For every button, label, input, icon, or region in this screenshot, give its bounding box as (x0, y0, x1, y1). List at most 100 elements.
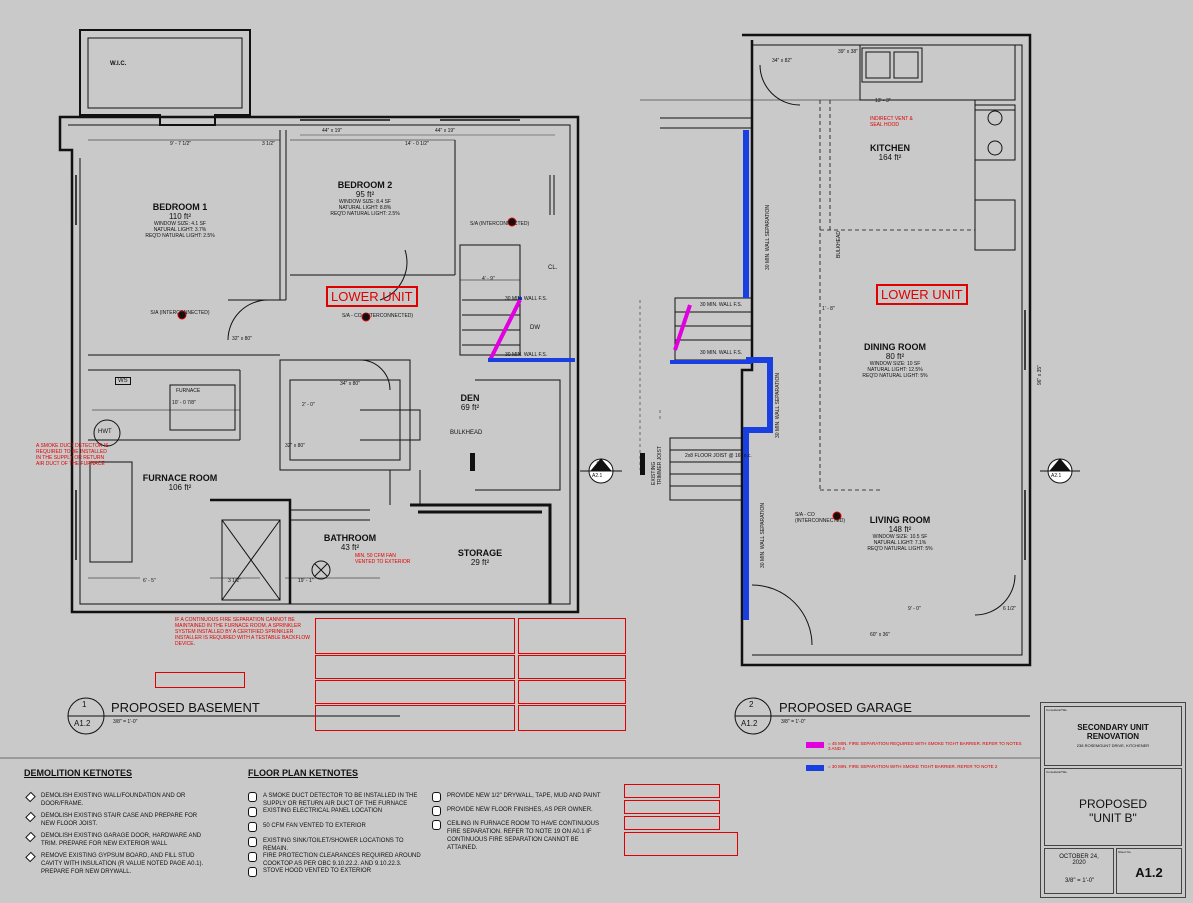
keynote-text: EXISTING SINK/TOILET/SHOWER LOCATIONS TO… (263, 838, 404, 852)
bulkhead-label: BULKHEAD (450, 430, 483, 436)
keynote-item: PROVIDE NEW 1/2" DRYWALL, TAPE, MUD AND … (432, 791, 607, 802)
smoke-alarm-icons (177, 217, 517, 322)
den-block: DEN 69 ft² (440, 393, 500, 412)
fire-sep-30-basement (488, 297, 575, 362)
dim-14: 19' - 1" (298, 578, 314, 584)
furnace-room-area: 106 ft² (168, 483, 192, 492)
view-title-basement (67, 697, 400, 735)
title-block-sheet: Consultant/Title PROPOSED "UNIT B" (1044, 768, 1182, 846)
storage-block: STORAGE 29 ft² (450, 548, 510, 567)
hwt-label: HWT (98, 429, 112, 435)
storage-name: STORAGE (457, 548, 503, 558)
living-block: LIVING ROOM 148 ft² WINDOW SIZE: 10.5 SF… (855, 515, 945, 552)
bedroom1-window: WINDOW SIZE: 4.1 SF (154, 221, 206, 227)
dining-window: WINDOW SIZE: 10 SF (869, 361, 921, 367)
furnace-room-block: FURNACE ROOM 106 ft² (130, 473, 230, 492)
bedroom2-window: WINDOW SIZE: 8.4 SF (339, 199, 391, 205)
floorplan-title: FLOOR PLAN KETNOTES (248, 768, 358, 778)
keynote-text: REMOVE EXISTING GYPSUM BOARD, AND FILL S… (41, 853, 204, 875)
keynote-text: CEILING IN FURNACE ROOM TO HAVE CONTINUO… (447, 821, 600, 851)
red-note-9 (518, 705, 626, 731)
keynote-item: STOVE HOOD VENTED TO EXTERIOR (248, 866, 428, 877)
bedroom2-req: REQ'D NATURAL LIGHT: 2.5% (330, 211, 400, 217)
legend-swatch-magenta (806, 742, 824, 748)
sheet-title: PROPOSED "UNIT B" (1078, 797, 1147, 825)
separation-label-2: 30 MIN. WALL SEPARATION (775, 372, 781, 438)
legend-magenta-text: = 45 MIN. FIRE SEPARATION REQUIRED WITH … (828, 741, 1022, 751)
red-note-5 (315, 705, 515, 731)
gdim-7: 60" x 36" (870, 632, 890, 638)
red-note-4 (315, 680, 515, 704)
bedroom2-name: BEDROOM 2 (337, 180, 393, 190)
bathroom-name: BATHROOM (323, 533, 377, 543)
view1-sheet: A1.2 (74, 719, 91, 728)
red-note-10 (624, 784, 720, 798)
gdim-1: 34" x 82" (772, 58, 792, 64)
sia-label-1: S/A (INTERCONNECTED) (150, 310, 210, 316)
garage-plan (639, 33, 1032, 667)
red-note-13 (624, 832, 738, 856)
keynote-text: A SMOKE DUCT DETECTOR TO BE INSTALLED IN… (263, 793, 418, 807)
separation-label-1: 30 MIN. WALL SEPARATION (765, 204, 771, 270)
sheet-no: A1.2 (1135, 865, 1163, 880)
keynote-item: DEMOLISH EXISTING STAIR CASE AND PREPARE… (25, 811, 206, 828)
bulkhead-marker (470, 453, 475, 471)
keynote-text: DEMOLISH EXISTING STAIR CASE AND PREPARE… (41, 813, 198, 827)
fire-sep-label-garage-1: 30 MIN. WALL F.S. (700, 302, 743, 308)
living-window: WINDOW SIZE: 10.5 SF (872, 534, 928, 540)
living-req: REQ'D NATURAL LIGHT: 5% (867, 546, 933, 552)
red-note-3 (315, 655, 515, 679)
dw-label: DW (530, 325, 540, 331)
closet-label: CL. (548, 265, 558, 271)
kitchen-name: KITCHEN (870, 143, 910, 153)
bedroom2-block: BEDROOM 2 95 ft² WINDOW SIZE: 8.4 SF NAT… (305, 180, 425, 217)
client-label: Consultant/Title (1046, 708, 1067, 712)
dim-7: 32" x 80" (232, 336, 252, 342)
sia-label-2: S/A (INTERCONNECTED) (470, 221, 530, 227)
bedroom1-area: 110 ft² (168, 212, 192, 221)
gdim-4: 1' - 8" (822, 306, 835, 312)
storage-area: 29 ft² (470, 558, 490, 567)
dining-block: DINING ROOM 80 ft² WINDOW SIZE: 10 SF NA… (850, 342, 940, 379)
fire-sep-label-garage-2: 30 MIN. WALL F.S. (700, 350, 743, 356)
kitchen-area: 164 ft² (878, 153, 902, 162)
kitchen-block: KITCHEN 164 ft² (855, 143, 925, 162)
lower-unit-tag-garage: LOWER UNIT (876, 284, 968, 305)
title-block-project: Consultant/Title SECONDARY UNIT RENOVATI… (1044, 706, 1182, 766)
sia-co-garage: S/A - CO (INTERCONNECTED) (795, 512, 845, 524)
den-name: DEN (460, 393, 480, 403)
sheet-no-label: Sheet No. (1118, 850, 1132, 854)
scale-value: 3/8" = 1'-0" (1065, 878, 1095, 884)
red-note-2 (315, 618, 515, 654)
dim-9: 32" x 80" (285, 443, 305, 449)
bedroom1-light: NATURAL LIGHT: 3.7% (153, 227, 207, 233)
dim-5: 44" x 19" (435, 128, 455, 134)
bathroom-area: 43 ft² (340, 543, 360, 552)
section-marker-left (580, 458, 622, 484)
keynote-symbol-icon (25, 811, 36, 822)
furnace-label: FURNACE (176, 388, 201, 394)
lower-unit-tag-basement: LOWER UNIT (326, 286, 418, 307)
sheet-label: Consultant/Title (1046, 770, 1067, 774)
gdim-6: 6 1/2" (1003, 606, 1016, 612)
keynote-symbol-icon (432, 819, 441, 830)
section-sheet-left: A2.1 (592, 473, 603, 479)
section-sheet-right: A2.1 (1051, 473, 1062, 479)
bedroom2-area: 95 ft² (355, 190, 375, 199)
keynote-item: DEMOLISH EXISTING WALL/FOUNDATION AND OR… (25, 791, 206, 808)
keynote-symbol-icon (248, 866, 257, 877)
view2-title: PROPOSED GARAGE (779, 700, 912, 715)
keynote-item: A SMOKE DUCT DETECTOR TO BE INSTALLED IN… (248, 791, 428, 808)
fire-sep-label-basement-1: 30 MIN. WALL F.S. (505, 296, 548, 302)
keynote-symbol-icon (25, 791, 36, 802)
sprinkler-note: IF A CONTINUOUS FIRE SEPARATION CANNOT B… (175, 617, 311, 647)
existing-joist-label: EXISTING TRIMMER JOIST (651, 446, 663, 485)
keynote-text: EXISTING ELECTRICAL PANEL LOCATION (263, 808, 383, 814)
fire-sep-label-basement-2: 30 MIN. WALL F.S. (505, 352, 548, 358)
basement-plan (58, 29, 580, 614)
view2-number: 2 (749, 700, 754, 709)
keynote-item: CEILING IN FURNACE ROOM TO HAVE CONTINUO… (432, 819, 607, 852)
keynote-text: PROVIDE NEW FLOOR FINISHES, AS PER OWNER… (447, 807, 593, 813)
dim-13: 3 1/2" (228, 578, 241, 584)
